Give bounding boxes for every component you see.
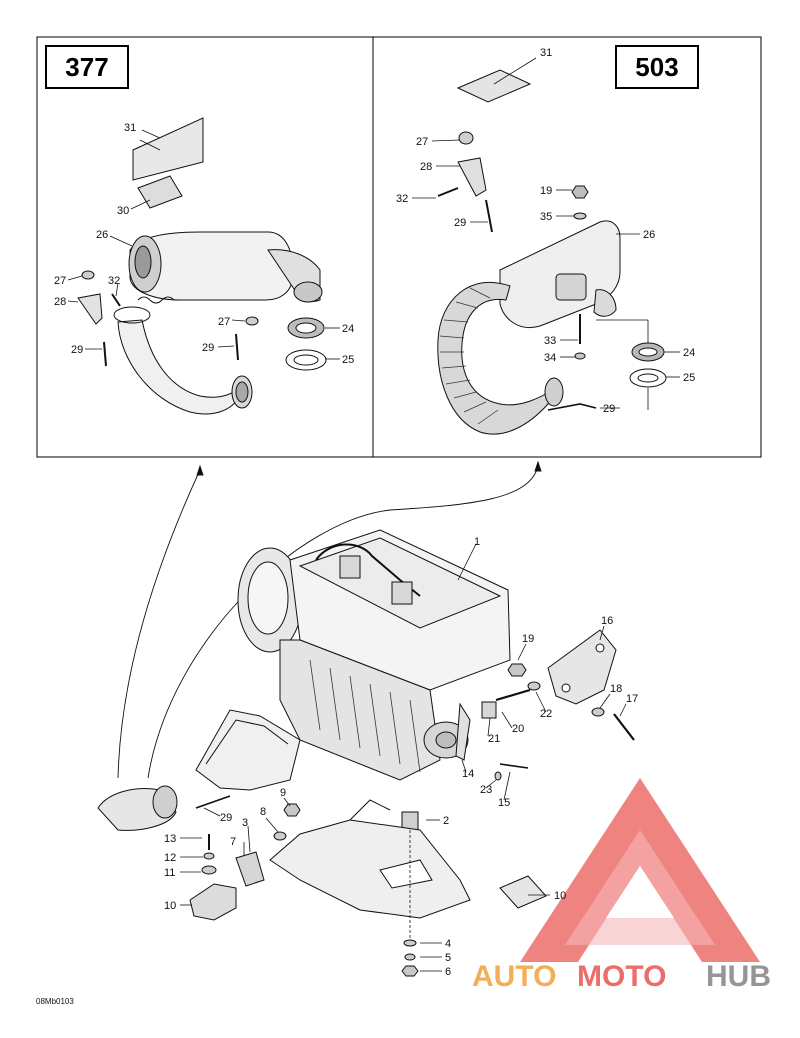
callout-28-right: 28 — [420, 161, 432, 173]
right-exhaust-assembly — [437, 69, 667, 435]
callout-24-left: 24 — [342, 323, 354, 335]
model-377-label: 377 — [65, 52, 108, 82]
callout-14: 14 — [462, 768, 474, 780]
callout-21: 21 — [488, 733, 500, 745]
callout-16: 16 — [601, 615, 613, 627]
callout-7: 7 — [230, 836, 236, 848]
model-503-box — [615, 45, 699, 89]
exhaust-panel-frame — [36, 36, 762, 458]
callout-27-right: 27 — [416, 136, 428, 148]
callout-29-left: 29 — [71, 344, 83, 356]
callout-10: 10 — [164, 900, 176, 912]
callout-18: 18 — [610, 683, 622, 695]
callout-15: 15 — [498, 797, 510, 809]
left-leader-lines — [67, 129, 340, 360]
callout-3: 3 — [242, 817, 248, 829]
model-503-label: 503 — [635, 52, 678, 82]
callout-27b-left: 27 — [218, 316, 230, 328]
callout-19: 19 — [522, 633, 534, 645]
callout-24-right: 24 — [683, 347, 695, 359]
callout-10b: 10 — [554, 890, 566, 902]
callout-30-left: 30 — [117, 205, 129, 217]
callout-2: 2 — [443, 815, 449, 827]
callout-27a-left: 27 — [54, 275, 66, 287]
callout-19-right: 19 — [540, 185, 552, 197]
callout-12: 12 — [164, 852, 176, 864]
callout-6: 6 — [445, 966, 451, 978]
callout-4: 4 — [445, 938, 451, 950]
watermark-text-auto: AUTO — [472, 960, 556, 993]
watermark-text-moto: MOTO — [577, 960, 666, 993]
callout-1: 1 — [474, 536, 480, 548]
callout-32-right: 32 — [396, 193, 408, 205]
callout-26-right: 26 — [643, 229, 655, 241]
callout-34-right: 34 — [544, 352, 556, 364]
callout-33-right: 33 — [544, 335, 556, 347]
left-exhaust-assembly — [77, 117, 327, 415]
callout-23: 23 — [480, 784, 492, 796]
callout-29b-right: 29 — [603, 403, 615, 415]
right-leader-lines — [412, 57, 680, 410]
callout-20: 20 — [512, 723, 524, 735]
callout-28-left: 28 — [54, 296, 66, 308]
callout-25-left: 25 — [342, 354, 354, 366]
callout-29-right: 29 — [454, 217, 466, 229]
figure-code: 08Mb0103 — [36, 997, 74, 1006]
callout-17: 17 — [626, 693, 638, 705]
main-leader-lines — [180, 543, 627, 972]
connector-arrows — [117, 460, 542, 779]
engine-assembly — [97, 529, 635, 977]
callout-32-left: 32 — [108, 275, 120, 287]
callout-25-right: 25 — [683, 372, 695, 384]
callout-5: 5 — [445, 952, 451, 964]
callout-29-main: 29 — [220, 812, 232, 824]
callout-31-left: 31 — [124, 122, 136, 134]
callout-29b-left: 29 — [202, 342, 214, 354]
callout-31-right: 31 — [540, 47, 552, 59]
callout-35-right: 35 — [540, 211, 552, 223]
callout-11: 11 — [164, 867, 175, 879]
callout-8: 8 — [260, 806, 266, 818]
model-377-box — [45, 45, 129, 89]
watermark-logo — [520, 778, 760, 962]
callout-26-left: 26 — [96, 229, 108, 241]
callout-13: 13 — [164, 833, 176, 845]
callout-9: 9 — [280, 787, 286, 799]
watermark-text-hub: HUB — [706, 960, 771, 993]
callout-22: 22 — [540, 708, 552, 720]
